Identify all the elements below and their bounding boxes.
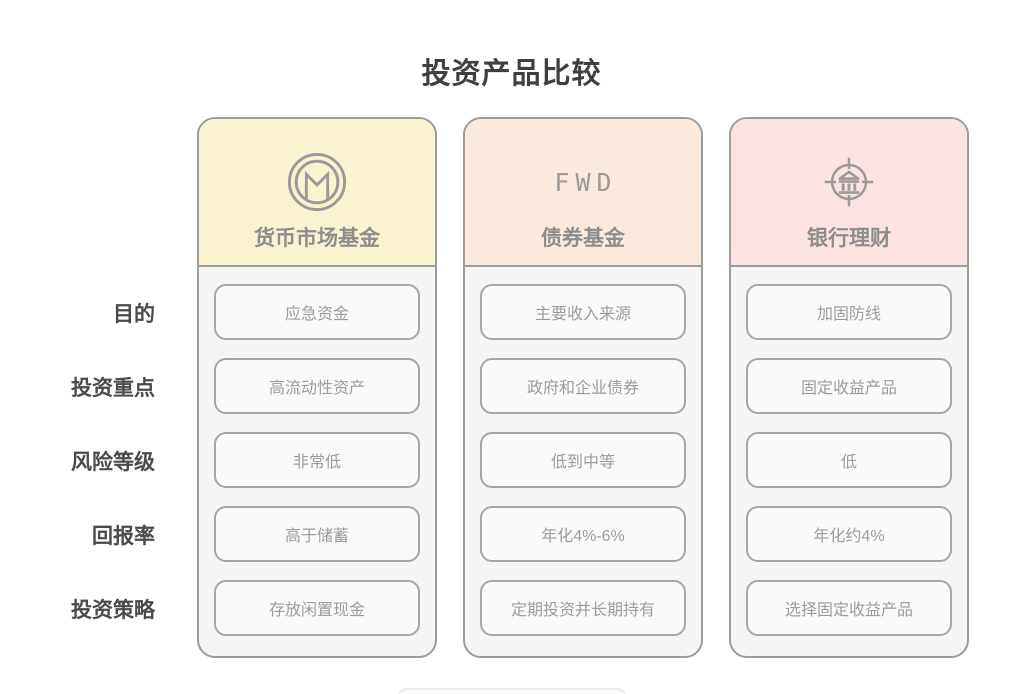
cell-return-rate: 高于储蓄	[214, 506, 420, 562]
cell-strategy: 定期投资并长期持有	[480, 580, 686, 636]
column-header: 货币市场基金	[199, 119, 435, 267]
row-label-purpose: 目的	[113, 303, 155, 326]
column-bond-fund: FWD 债券基金 主要收入来源 政府和企业债券 低到中等 年化4%-6% 定期投…	[463, 117, 703, 658]
row-label-strategy: 投资策略	[71, 599, 155, 622]
column-title: 债券基金	[541, 227, 625, 250]
cell-risk-level: 低	[746, 432, 952, 488]
cell-risk-level: 低到中等	[480, 432, 686, 488]
cell-strategy: 选择固定收益产品	[746, 580, 952, 636]
cell-purpose: 主要收入来源	[480, 284, 686, 340]
monero-circle-m-icon	[286, 151, 348, 213]
column-body: 加固防线 固定收益产品 低 年化约4% 选择固定收益产品	[731, 267, 967, 653]
fwd-text: FWD	[554, 167, 618, 197]
cell-purpose: 加固防线	[746, 284, 952, 340]
cell-strategy: 存放闲置现金	[214, 580, 420, 636]
cutoff-box-edge	[397, 688, 627, 694]
cell-investment-focus: 高流动性资产	[214, 358, 420, 414]
bank-target-icon	[818, 151, 880, 213]
column-title: 银行理财	[807, 227, 891, 250]
cell-risk-level: 非常低	[214, 432, 420, 488]
column-title: 货币市场基金	[254, 227, 380, 250]
cell-return-rate: 年化4%-6%	[480, 506, 686, 562]
page-title: 投资产品比较	[421, 58, 602, 90]
column-body: 主要收入来源 政府和企业债券 低到中等 年化4%-6% 定期投资并长期持有	[465, 267, 701, 653]
column-body: 应急资金 高流动性资产 非常低 高于储蓄 存放闲置现金	[199, 267, 435, 653]
cell-return-rate: 年化约4%	[746, 506, 952, 562]
row-label-return-rate: 回报率	[92, 525, 155, 548]
row-label-risk-level: 风险等级	[71, 451, 155, 474]
fwd-logo-text: FWD	[548, 151, 617, 213]
column-money-market-fund: 货币市场基金 应急资金 高流动性资产 非常低 高于储蓄 存放闲置现金	[197, 117, 437, 658]
column-bank-wealth-management: 银行理财 加固防线 固定收益产品 低 年化约4% 选择固定收益产品	[729, 117, 969, 658]
row-label-investment-focus: 投资重点	[71, 377, 155, 400]
cell-investment-focus: 固定收益产品	[746, 358, 952, 414]
cell-purpose: 应急资金	[214, 284, 420, 340]
column-header: FWD 债券基金	[465, 119, 701, 267]
column-header: 银行理财	[731, 119, 967, 267]
cell-investment-focus: 政府和企业债券	[480, 358, 686, 414]
